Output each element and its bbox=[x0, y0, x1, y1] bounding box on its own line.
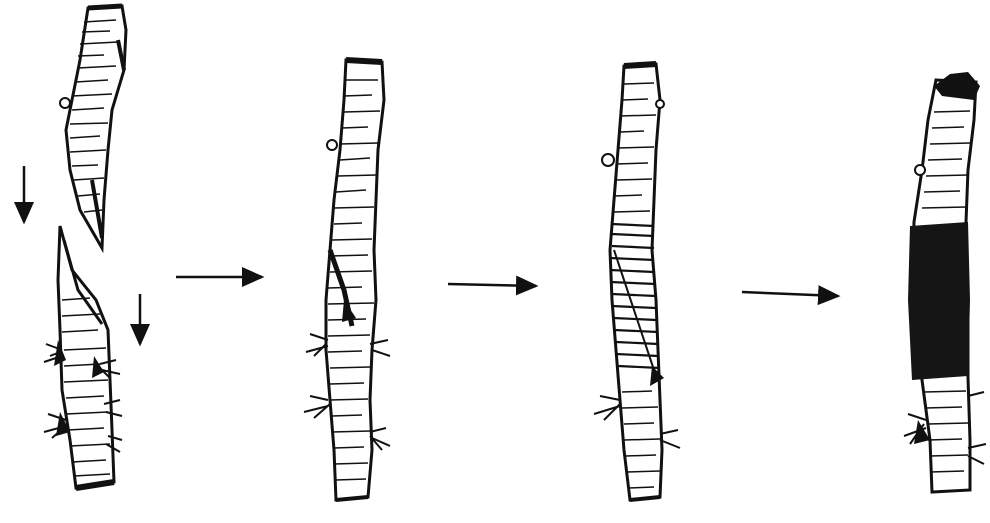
stage-2-joined bbox=[304, 60, 390, 500]
stage-3-wrapped bbox=[594, 64, 680, 500]
stage-1-cut-parts bbox=[24, 6, 140, 488]
dark-wrap bbox=[908, 222, 970, 380]
scion-branch bbox=[60, 6, 126, 248]
rootstock-branch bbox=[44, 226, 122, 488]
step-arrow-3 bbox=[742, 292, 838, 296]
stage-4-sealed bbox=[904, 72, 986, 492]
step-arrow-2 bbox=[448, 284, 536, 286]
